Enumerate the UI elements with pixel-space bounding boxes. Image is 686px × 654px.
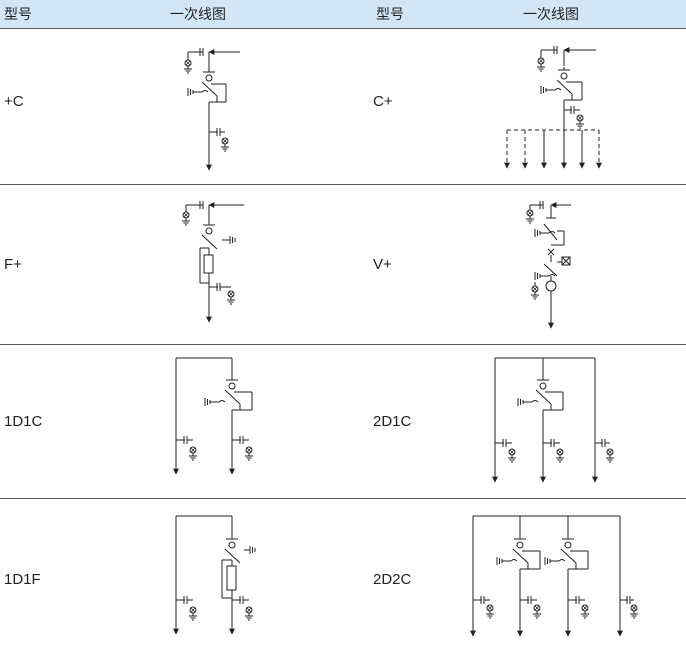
diagram-2d1c [492, 358, 615, 483]
model-plus-c: +C [4, 93, 24, 110]
diagram-c-plus [504, 45, 602, 169]
diagram-1d1c [173, 358, 254, 475]
header-diagram: 一次线图 [170, 6, 226, 22]
row-divider [0, 344, 686, 345]
model-c-plus: C+ [373, 93, 393, 110]
model-1d1c: 1D1C [4, 413, 43, 430]
model-v-plus: V+ [373, 256, 392, 273]
row-divider [0, 498, 686, 499]
header-diagram-2: 一次线图 [523, 6, 579, 22]
table-header [0, 0, 686, 28]
model-2d2c: 2D2C [373, 571, 412, 588]
row-divider [0, 184, 686, 185]
model-f-plus: F+ [4, 256, 22, 273]
header-model-2: 型号 [376, 6, 404, 22]
model-2d1c: 2D1C [373, 413, 412, 430]
diagram-plus-c [183, 47, 240, 171]
row-divider [0, 28, 686, 29]
diagram-1d1f [173, 516, 255, 635]
diagram-v-plus [525, 200, 571, 329]
model-1d1f: 1D1F [4, 571, 41, 588]
header-model: 型号 [4, 6, 32, 22]
diagram-2d2c [470, 516, 639, 637]
diagram-f-plus [181, 200, 244, 323]
